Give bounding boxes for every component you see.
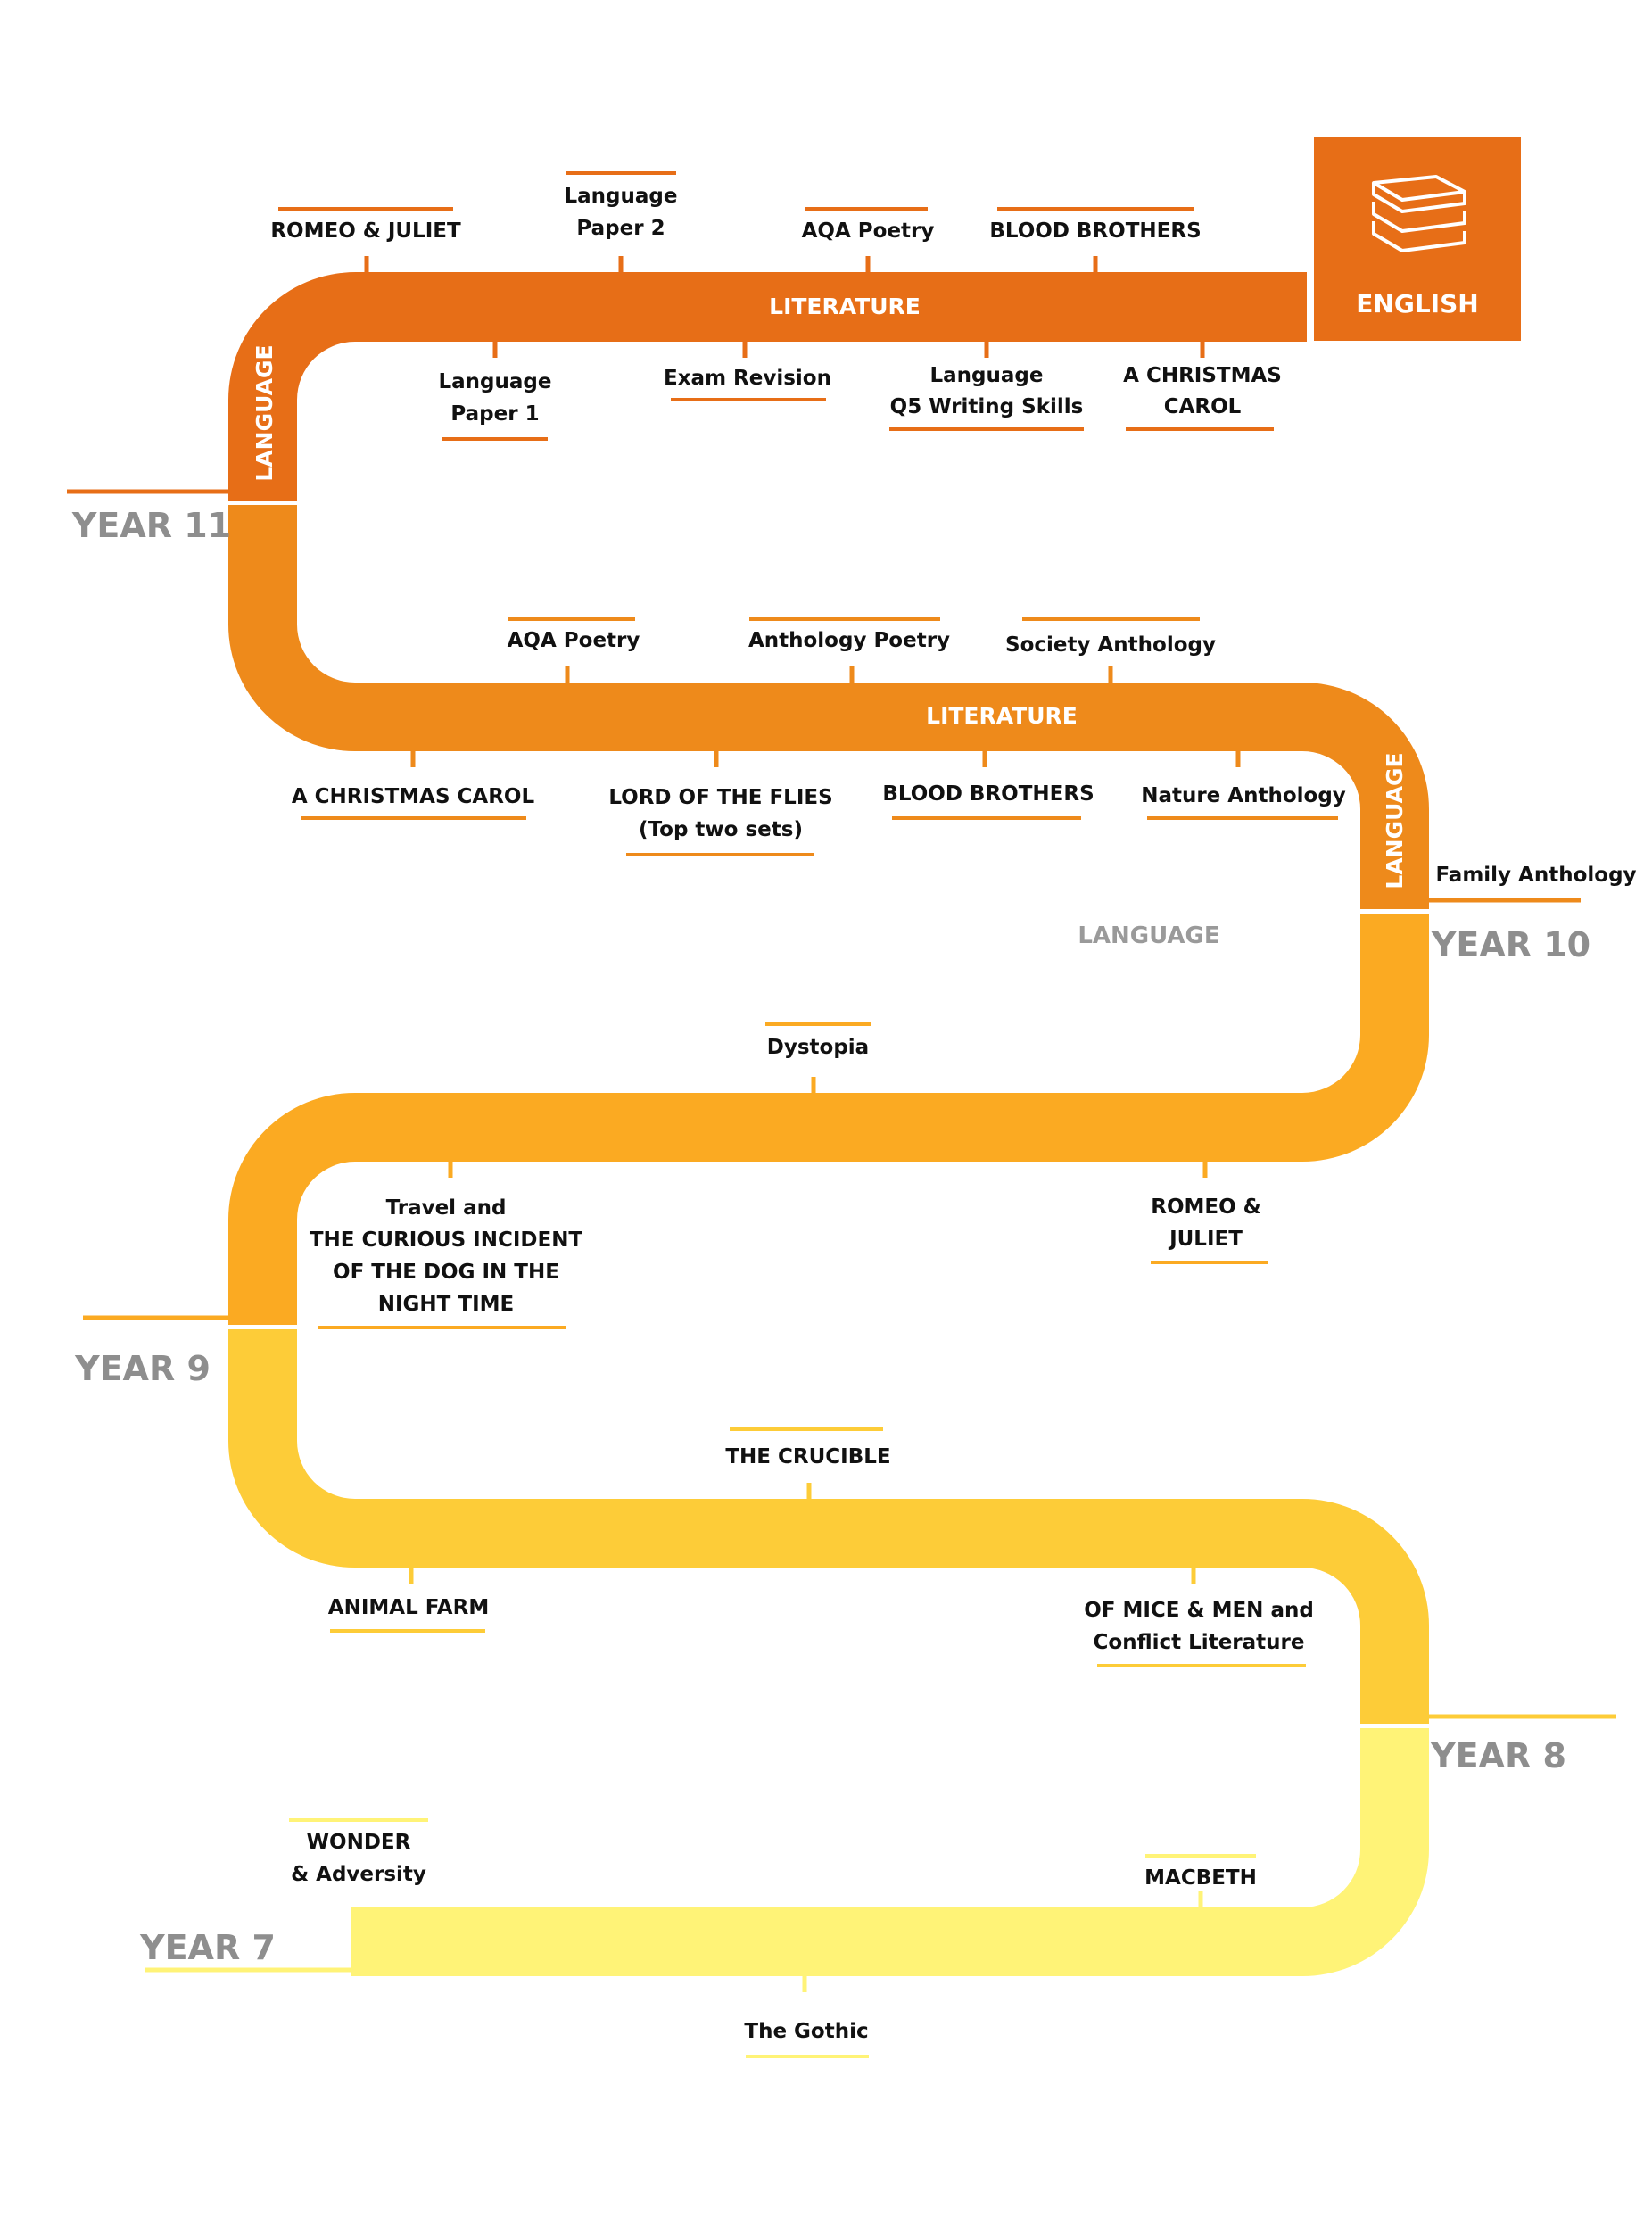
topic-label: Dystopia — [767, 1036, 869, 1059]
topic-language-paper2: Language Paper 2 — [565, 171, 678, 272]
topic-label: Nature Anthology — [1141, 784, 1346, 807]
road-segment-year9 — [228, 914, 1429, 1325]
topic-language-paper1: Language Paper 1 — [439, 342, 552, 441]
topic-label: AQA Poetry — [802, 219, 935, 243]
topic-the-crucible: THE CRUCIBLE — [725, 1427, 891, 1499]
topic-family-anthology: Family Anthology — [1435, 864, 1636, 887]
road — [228, 272, 1429, 1976]
topic-label-line3: OF THE DOG IN THE — [333, 1261, 559, 1284]
topic-wonder: WONDER & Adversity — [289, 1818, 428, 1886]
topic-anthology-poetry: Anthology Poetry — [748, 617, 950, 683]
topic-lord-of-the-flies: LORD OF THE FLIES (Top two sets) — [608, 751, 833, 856]
year-10-label: YEAR 10 — [1431, 925, 1590, 964]
year-7-label: YEAR 7 — [139, 1928, 276, 1967]
english-box — [1314, 137, 1521, 341]
topic-label: A CHRISTMAS CAROL — [292, 785, 535, 808]
topic-label: BLOOD BROTHERS — [989, 219, 1201, 243]
topic-aqa-poetry-year10: AQA Poetry — [508, 617, 640, 683]
topic-label: THE CRUCIBLE — [725, 1445, 890, 1469]
topic-label-line1: A CHRISTMAS — [1123, 364, 1282, 387]
topic-label-line2: (Top two sets) — [639, 818, 803, 841]
topic-blood-brothers-year11: BLOOD BROTHERS — [989, 207, 1202, 272]
language-label-year10: LANGUAGE — [1382, 752, 1408, 889]
topic-label-line2: CAROL — [1164, 395, 1242, 418]
topic-label-line1: Language — [930, 364, 1044, 387]
topic-label-line1: Language — [439, 370, 552, 393]
language-label-year11: LANGUAGE — [252, 344, 277, 481]
topic-label: ROMEO & JULIET — [270, 219, 461, 243]
topic-society-anthology: Society Anthology — [1005, 617, 1216, 683]
year-11-label: YEAR 11 — [71, 506, 231, 545]
books-icon — [1372, 175, 1466, 252]
topic-label-line2: Conflict Literature — [1094, 1631, 1305, 1654]
topic-dystopia: Dystopia — [765, 1022, 871, 1093]
road-segment-year7 — [351, 1728, 1429, 1976]
road-segment-year10 — [228, 505, 1429, 909]
topic-label: AQA Poetry — [508, 629, 640, 652]
topic-label-line1: WONDER — [307, 1831, 411, 1854]
topic-label-line2: Paper 2 — [576, 217, 665, 240]
english-header: ENGLISH — [1314, 137, 1521, 341]
road-segment-year11 — [228, 272, 1307, 501]
topic-label: Anthology Poetry — [748, 629, 950, 652]
topic-label: ANIMAL FARM — [328, 1596, 489, 1619]
topic-label-line2: & Adversity — [291, 1863, 426, 1886]
topic-label: Family Anthology — [1435, 864, 1636, 887]
year-9-label: YEAR 9 — [74, 1349, 211, 1388]
topic-label-line2: Paper 1 — [450, 402, 539, 426]
topic-nature-anthology: Nature Anthology — [1141, 751, 1346, 820]
topic-label: Exam Revision — [664, 367, 831, 390]
language-label-grey: LANGUAGE — [1078, 923, 1219, 949]
year-dividers — [67, 489, 1616, 1973]
topic-label: The Gothic — [744, 2020, 868, 2043]
topic-romeo-juliet-year11: ROMEO & JULIET — [270, 207, 461, 272]
english-label: ENGLISH — [1356, 289, 1478, 319]
topic-christmas-carol-year10: A CHRISTMAS CAROL — [292, 751, 535, 820]
topic-label-line2: THE CURIOUS INCIDENT — [310, 1229, 583, 1252]
topic-of-mice-and-men: OF MICE & MEN and Conflict Literature — [1084, 1568, 1314, 1667]
topic-label-line1: OF MICE & MEN and — [1084, 1599, 1314, 1622]
topic-label-line1: Travel and — [386, 1196, 507, 1220]
topic-macbeth: MACBETH — [1144, 1854, 1257, 1907]
topic-label-line1: ROMEO & — [1151, 1196, 1260, 1219]
topic-label-line2: Q5 Writing Skills — [890, 395, 1084, 418]
topic-label-line4: NIGHT TIME — [378, 1293, 514, 1316]
topic-label-line1: Language — [565, 185, 678, 208]
topic-animal-farm: ANIMAL FARM — [328, 1568, 489, 1633]
topic-blood-brothers-year10: BLOOD BROTHERS — [882, 751, 1094, 820]
topic-christmas-carol-year11: A CHRISTMAS CAROL — [1123, 342, 1282, 431]
topic-aqa-poetry-year11: AQA Poetry — [802, 207, 935, 272]
topic-label: Society Anthology — [1005, 633, 1216, 657]
year-8-label: YEAR 8 — [1430, 1736, 1566, 1775]
topic-the-gothic: The Gothic — [744, 1976, 869, 2058]
topic-label-line1: LORD OF THE FLIES — [608, 786, 832, 809]
road-segment-year8 — [228, 1329, 1429, 1724]
literature-label-year11: LITERATURE — [769, 294, 921, 319]
topic-label: BLOOD BROTHERS — [882, 782, 1094, 806]
topic-curious-incident: Travel and THE CURIOUS INCIDENT OF THE D… — [310, 1162, 583, 1329]
topic-exam-revision: Exam Revision — [664, 342, 831, 401]
topic-romeo-juliet-year9: ROMEO & JULIET — [1151, 1162, 1268, 1264]
topic-q5-writing-skills: Language Q5 Writing Skills — [889, 342, 1084, 431]
literature-label-year10: LITERATURE — [926, 703, 1078, 729]
topic-label-line2: JULIET — [1168, 1228, 1243, 1251]
topic-label: MACBETH — [1144, 1866, 1257, 1890]
